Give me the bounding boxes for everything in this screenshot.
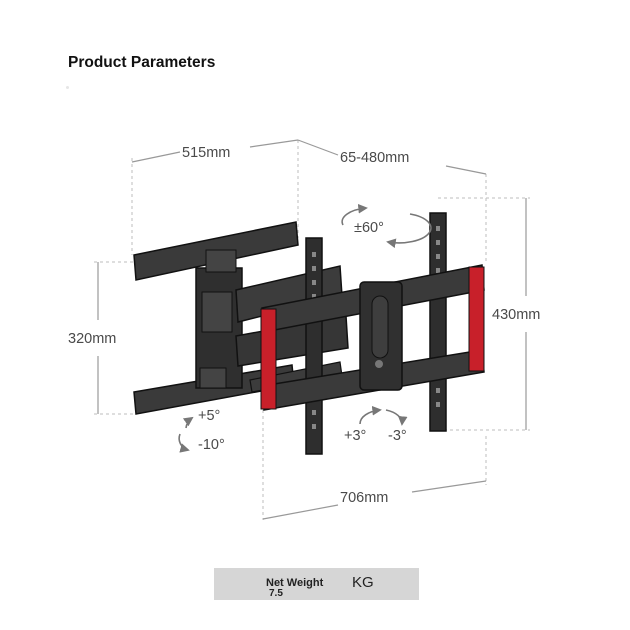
net-weight-label: Net Weight (266, 577, 324, 589)
net-weight-value: 7.5 (269, 588, 283, 599)
swivel-label: ±60° (354, 220, 384, 236)
page-title: Product Parameters (68, 54, 216, 71)
level-right-label: -3° (388, 428, 407, 444)
accent-pad-right (468, 266, 485, 372)
tilt-down-label: -10° (198, 437, 225, 453)
vesa-bracket (260, 212, 485, 455)
extension-label: 65-480mm (340, 150, 409, 166)
dimension-guides (94, 140, 530, 520)
level-left-label: +3° (344, 428, 366, 444)
decorative-dot (66, 86, 69, 89)
tilt-up-label: +5° (198, 408, 220, 424)
net-weight-unit: KG (352, 574, 374, 591)
accent-pad-left (260, 308, 277, 410)
dimension-lines (97, 139, 527, 520)
vesa-height-label: 430mm (492, 307, 540, 323)
arm-depth-label: 515mm (182, 145, 230, 161)
swivel-arrows-icon (341, 203, 432, 249)
wall-plate-height-label: 320mm (68, 331, 116, 347)
tilt-arrows-icon (178, 416, 194, 453)
level-arrows-icon (359, 405, 408, 426)
vesa-width-label: 706mm (340, 490, 388, 506)
net-weight-panel: Net Weight 7.5 KG (214, 568, 419, 600)
